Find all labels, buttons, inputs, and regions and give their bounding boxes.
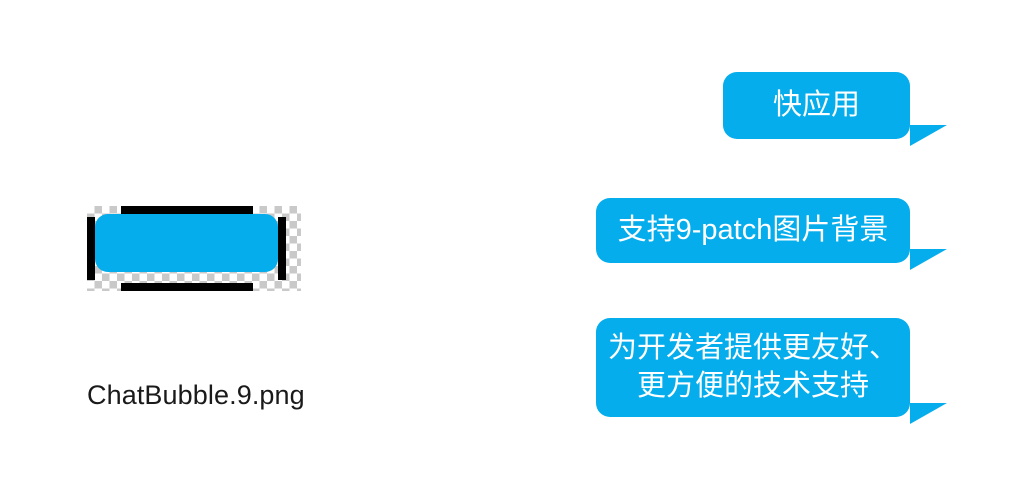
- nine-patch-guide-top: [121, 206, 253, 214]
- bubble-tail-icon: [910, 249, 947, 270]
- chat-bubble[interactable]: 为开发者提供更友好、 更方便的技术支持: [596, 318, 947, 424]
- nine-patch-source-image: [87, 206, 301, 291]
- chat-bubble[interactable]: 快应用: [723, 72, 947, 146]
- nine-patch-guide-bottom: [121, 283, 253, 291]
- nine-patch-bubble-shape: [95, 214, 278, 283]
- chat-bubble[interactable]: 支持9-patch图片背景: [596, 198, 947, 270]
- chat-bubble-text: 为开发者提供更友好、 更方便的技术支持: [607, 332, 898, 402]
- asset-filename-label: ChatBubble.9.png: [87, 380, 305, 410]
- bubble-body: [95, 214, 278, 272]
- nine-patch-guide-right: [278, 217, 286, 280]
- bubble-tail-icon: [910, 125, 947, 146]
- nine-patch-guide-left: [87, 217, 95, 280]
- bubble-tail-icon: [910, 403, 947, 424]
- bubble-tail-icon: [261, 258, 278, 272]
- chat-bubble-text: 支持9-patch图片背景: [617, 213, 889, 246]
- chat-bubble-text: 快应用: [772, 88, 860, 121]
